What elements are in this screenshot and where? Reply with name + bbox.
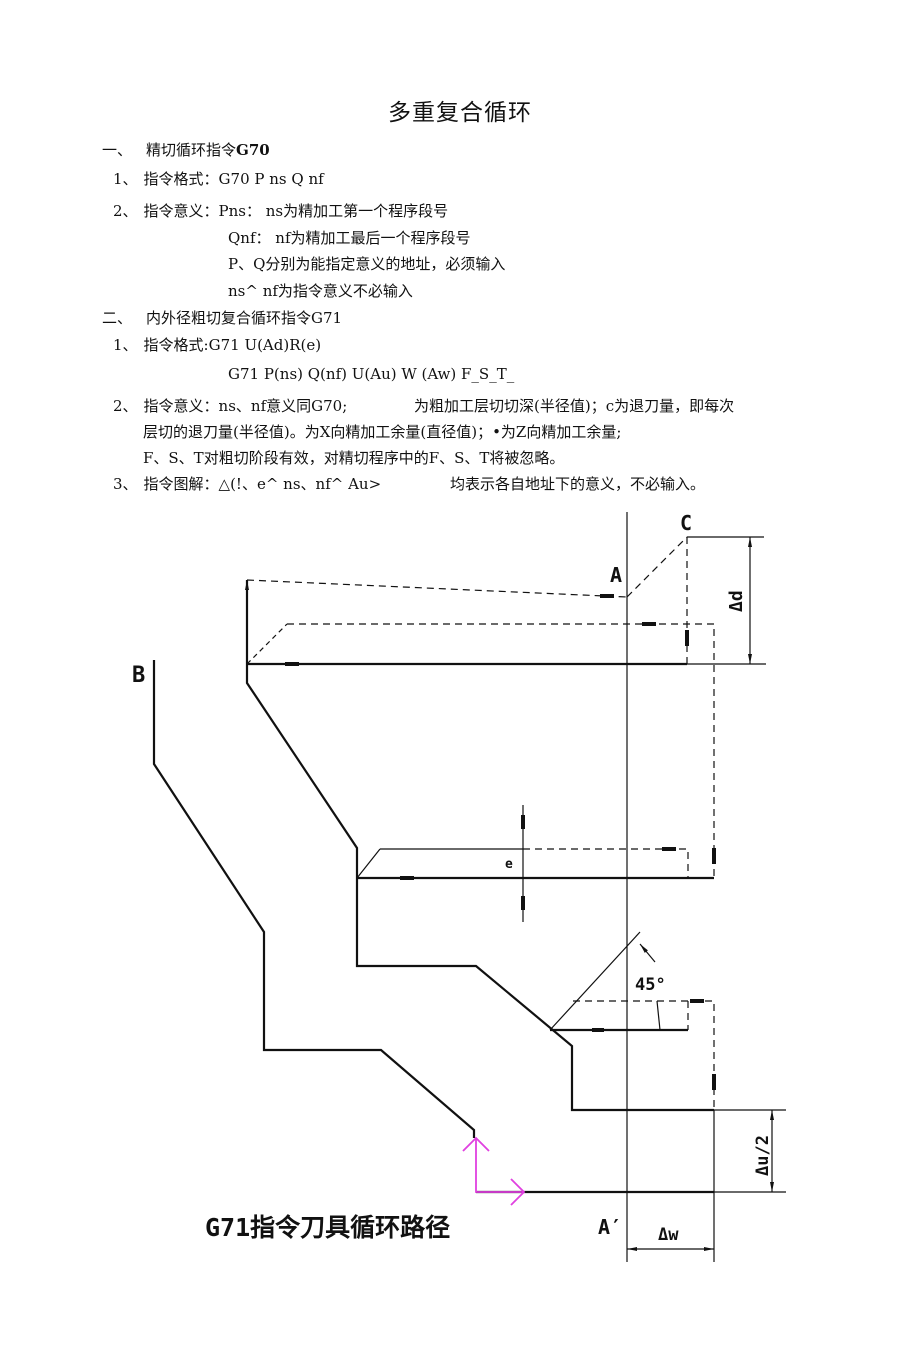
section2-item2-number: 2、 bbox=[113, 397, 138, 415]
arrow-dash2 bbox=[642, 622, 656, 626]
retract-c bbox=[626, 536, 688, 598]
label-delta-d: Δd bbox=[726, 590, 747, 612]
section2-item2-line3: F、S、T对粗切阶段有效，对精切程序中的F、S、T将被忽略。 bbox=[143, 449, 565, 467]
label-b: B bbox=[132, 663, 145, 688]
section1-item2-number: 2、 bbox=[113, 202, 138, 220]
return-path-top bbox=[246, 579, 628, 598]
section1-number: 一、 bbox=[102, 141, 133, 159]
section1-item1: 1、指令格式：G70 P ns Q nf bbox=[113, 169, 324, 189]
section2-item2-text-a: 指令意义：ns、nf意义同G70; bbox=[143, 397, 348, 415]
arrow-down-c bbox=[685, 630, 689, 646]
arrow-dash4 bbox=[690, 999, 704, 1003]
section2-item2: 2、指令意义：ns、nf意义同G70; bbox=[113, 396, 347, 416]
document-title: 多重复合循环 bbox=[388, 100, 532, 126]
label-delta-u-half: Δu/2 bbox=[753, 1135, 773, 1176]
label-45: 45° bbox=[635, 975, 666, 995]
coordinate-marker bbox=[462, 1136, 526, 1206]
arrow-e-top bbox=[521, 815, 525, 829]
marker-x-axis bbox=[475, 1138, 524, 1193]
label-delta-w: Δw bbox=[658, 1225, 679, 1245]
marker-up-arrowhead bbox=[462, 1136, 490, 1152]
angle-pointer bbox=[639, 943, 656, 963]
blank-outline bbox=[152, 660, 476, 1138]
arrow-pass1 bbox=[285, 662, 299, 666]
section2-number: 二、 bbox=[102, 309, 133, 327]
label-e: e bbox=[505, 857, 513, 872]
arrow-a bbox=[600, 594, 614, 598]
section1-heading-code: G70 bbox=[236, 141, 270, 159]
finish-profile bbox=[245, 580, 714, 1112]
section2-item3-number: 3、 bbox=[113, 475, 138, 493]
section1-item2-line3: P、Q分别为能指定意义的地址，必须输入 bbox=[228, 255, 506, 273]
section2-item3-text-b: 均表示各自地址下的意义，不必输入。 bbox=[450, 475, 706, 493]
label-c: C bbox=[680, 511, 692, 535]
section2-heading-text: 内外径粗切复合循环指令G71 bbox=[146, 309, 343, 327]
retract-diagonal-1 bbox=[246, 623, 288, 665]
section2-item2-line2: 层切的退刀量(半径值)。为X向精加工余量(直径值)；•为Z向精加工余量; bbox=[143, 423, 622, 441]
return-path-2 bbox=[287, 623, 715, 878]
arrow-e-bottom bbox=[521, 896, 525, 910]
section2-item1-number: 1、 bbox=[113, 336, 138, 354]
section2-item1-line2: G71 P(ns) Q(nf) U(Au) W (Aw) F_S_T_ bbox=[228, 365, 515, 383]
retract-diagonal-2 bbox=[356, 848, 381, 879]
section1-item2-line2: Qnf： nf为精加工最后一个程序段号 bbox=[228, 229, 471, 247]
section2-item3-text-a: 指令图解：△(!、e^ ns、nf^ Au> bbox=[143, 475, 382, 493]
section1-item1-text: 指令格式：G70 P ns Q nf bbox=[143, 170, 324, 188]
section2-item1-text: 指令格式:G71 U(Ad)R(e) bbox=[143, 336, 322, 354]
section1-heading: 一、精切循环指令G70 bbox=[102, 140, 270, 160]
diagram-caption: G71指令刀具循环路径 bbox=[205, 1213, 450, 1242]
section2-item3: 3、指令图解：△(!、e^ ns、nf^ Au> bbox=[113, 474, 381, 494]
section1-item2-line4: ns^ nf为指令意义不必输入 bbox=[228, 282, 413, 300]
section2-item1: 1、指令格式:G71 U(Ad)R(e) bbox=[113, 335, 321, 355]
section1-item1-number: 1、 bbox=[113, 170, 138, 188]
section2-item2-text-b: 为粗加工层切切深(半径值)；c为退刀量，即每次 bbox=[414, 397, 735, 415]
angle-pointer-2 bbox=[656, 1000, 661, 1031]
arrow-pass3 bbox=[592, 1028, 604, 1032]
arrow-down-r2 bbox=[712, 1074, 716, 1090]
section1-item2: 2、指令意义：Pns： ns为精加工第一个程序段号 bbox=[113, 201, 448, 221]
arrow-down-r1 bbox=[712, 848, 716, 864]
return-path-4 bbox=[573, 1000, 715, 1110]
angle-45-line bbox=[549, 931, 641, 1031]
section2-heading: 二、内外径粗切复合循环指令G71 bbox=[102, 308, 342, 328]
return-path-3 bbox=[523, 848, 689, 878]
direction-arrows bbox=[285, 594, 716, 1090]
section1-heading-text: 精切循环指令 bbox=[146, 141, 237, 159]
label-a: A bbox=[610, 563, 622, 587]
label-a-prime: A′ bbox=[598, 1215, 622, 1239]
arrow-dash3 bbox=[662, 847, 676, 851]
section1-item2-text: 指令意义：Pns： ns为精加工第一个程序段号 bbox=[143, 202, 449, 220]
marker-right-arrowhead bbox=[510, 1178, 526, 1206]
arrow-pass2 bbox=[400, 876, 414, 880]
